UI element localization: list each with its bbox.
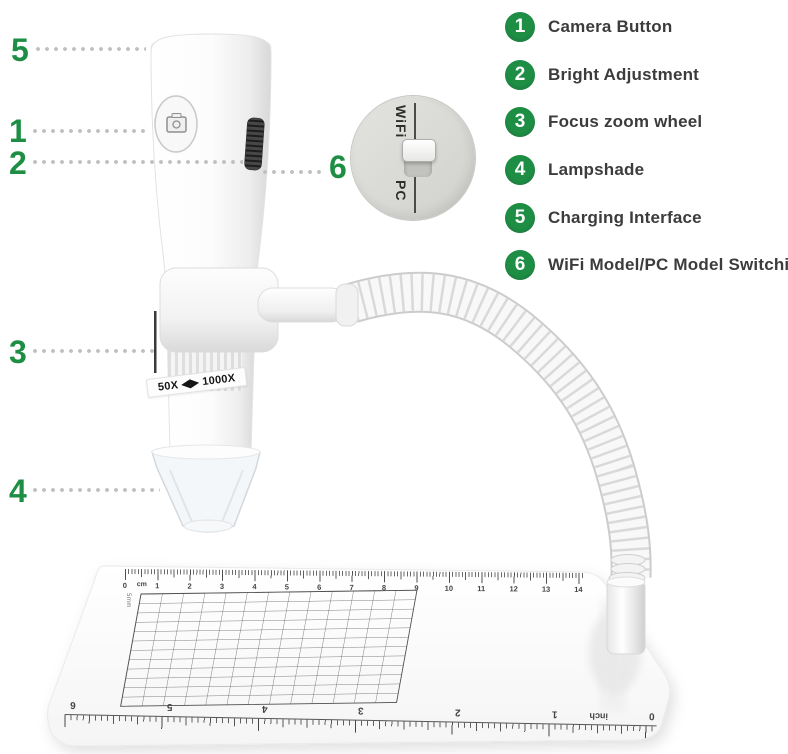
leader-line-6 <box>263 170 325 174</box>
inch-tick-label: 4 <box>261 702 268 714</box>
microscope-device <box>150 33 359 533</box>
gooseneck-arm <box>346 271 652 578</box>
inch-unit-label: inch <box>589 711 609 722</box>
inch-tick-label: 3 <box>357 704 364 716</box>
legend-label-4: Lampshade <box>548 160 645 179</box>
camera-icon <box>166 113 187 133</box>
callout-number-6: 6 <box>329 149 347 185</box>
bright-adjustment-wheel <box>244 117 265 171</box>
leader-line-5 <box>36 47 146 51</box>
inch-tick-label: 0 <box>648 710 655 722</box>
arm-coupler <box>335 283 359 327</box>
switch-knob[interactable] <box>402 139 436 162</box>
cm-tick-label: 0 <box>122 581 127 591</box>
inch-tick-label: 5 <box>166 701 173 713</box>
legend-item-lampshade: 4 Lampshade <box>505 155 644 185</box>
switch-pc-label: PC <box>393 180 409 202</box>
switch-wifi-label: WiFi <box>393 105 409 139</box>
lampshade <box>150 444 261 533</box>
cm-tick-label: 5 <box>284 582 289 592</box>
legend-item-charging-interface: 5 Charging Interface <box>505 203 702 233</box>
legend-item-camera-button: 1 Camera Button <box>505 12 672 42</box>
cm-tick-label: 9 <box>414 583 419 593</box>
cm-tick-label: 11 <box>477 584 486 594</box>
camera-button <box>154 95 198 153</box>
callout-number-3: 3 <box>9 334 27 370</box>
stand-mount <box>606 554 646 655</box>
legend-label-1: Camera Button <box>548 17 673 36</box>
cm-tick-label: 10 <box>444 583 454 593</box>
cm-tick-label: 14 <box>574 584 583 595</box>
legend-label-3: Focus zoom wheel <box>548 112 703 131</box>
wifi-pc-switch-detail: WiFi PC <box>351 96 475 220</box>
legend-badge-5: 5 <box>505 203 535 233</box>
cm-tick-label: 12 <box>509 584 518 594</box>
leader-line-4 <box>33 488 160 492</box>
callout-number-1: 1 <box>9 113 27 149</box>
legend-item-wifi-pc-switching: 6 WiFi Model/PC Model Switching <box>505 250 788 280</box>
legend-label-2: Bright Adjustment <box>548 65 700 84</box>
leader-line-1 <box>33 129 147 133</box>
inch-ruler-major-ticks <box>64 715 658 739</box>
cm-tick-label: 4 <box>252 582 257 592</box>
inch-tick-label: 1 <box>551 708 558 720</box>
grid-scale-label: 5mm <box>125 593 131 608</box>
callout-number-5: 5 <box>11 32 29 68</box>
cm-tick-label: 7 <box>349 582 354 593</box>
cm-tick-label: 1 <box>155 581 160 591</box>
callout-number-4: 4 <box>9 473 27 509</box>
cm-tick-label: 3 <box>219 581 225 591</box>
legend-badge-1: 1 <box>505 12 535 42</box>
legend-label-6: WiFi Model/PC Model Switching <box>548 255 788 274</box>
cm-tick-label: 8 <box>381 583 387 593</box>
legend-badge-2: 2 <box>505 60 535 90</box>
inch-tick-label: 2 <box>454 706 461 718</box>
legend-badge-3: 3 <box>505 107 535 137</box>
cm-tick-label: 6 <box>317 582 322 592</box>
legend-badge-6: 6 <box>505 250 535 280</box>
legend-label-5: Charging Interface <box>548 208 702 227</box>
legend-badge-4: 4 <box>505 155 535 185</box>
leader-line-3 <box>33 349 157 353</box>
cm-tick-label: 2 <box>187 581 192 591</box>
legend-item-bright-adjustment: 2 Bright Adjustment <box>505 60 699 90</box>
measurement-grid <box>120 589 418 707</box>
leader-line-2 <box>33 160 243 164</box>
inch-tick-label: 6 <box>69 699 76 711</box>
callout-number-2: 2 <box>9 145 27 181</box>
legend-item-focus-zoom-wheel: 3 Focus zoom wheel <box>505 107 702 137</box>
focus-indicator-slit <box>154 311 157 373</box>
cm-tick-label: 13 <box>541 584 551 594</box>
bracket-arm <box>257 287 347 323</box>
cm-unit-label: cm <box>136 581 147 589</box>
